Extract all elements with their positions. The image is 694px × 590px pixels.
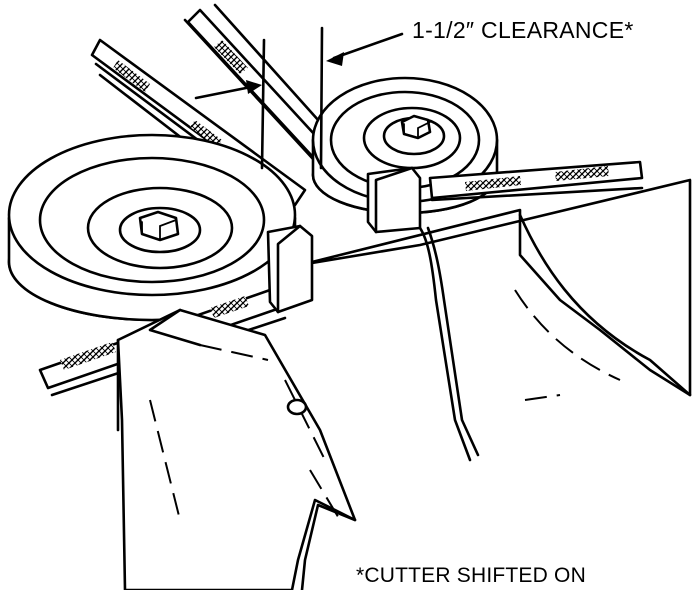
front-bracket xyxy=(116,308,357,590)
reference-line-right xyxy=(319,26,324,170)
arrow-right-shaft xyxy=(332,32,404,60)
belt-guide-left xyxy=(266,224,314,314)
deck-housing xyxy=(298,178,692,401)
belt-right xyxy=(428,160,644,202)
arrow-left-shaft xyxy=(194,84,258,100)
clearance-label: 1-1/2″ CLEARANCE* xyxy=(412,17,634,43)
footnote-text: *CUTTER SHIFTED ON xyxy=(356,564,586,587)
arrow-right-icon xyxy=(326,52,344,66)
left-pulley xyxy=(7,133,297,322)
arrow-left-icon xyxy=(246,80,262,94)
reference-line-left xyxy=(260,38,266,170)
clearance-indicator xyxy=(194,26,404,170)
belt-guide-right xyxy=(366,166,480,462)
